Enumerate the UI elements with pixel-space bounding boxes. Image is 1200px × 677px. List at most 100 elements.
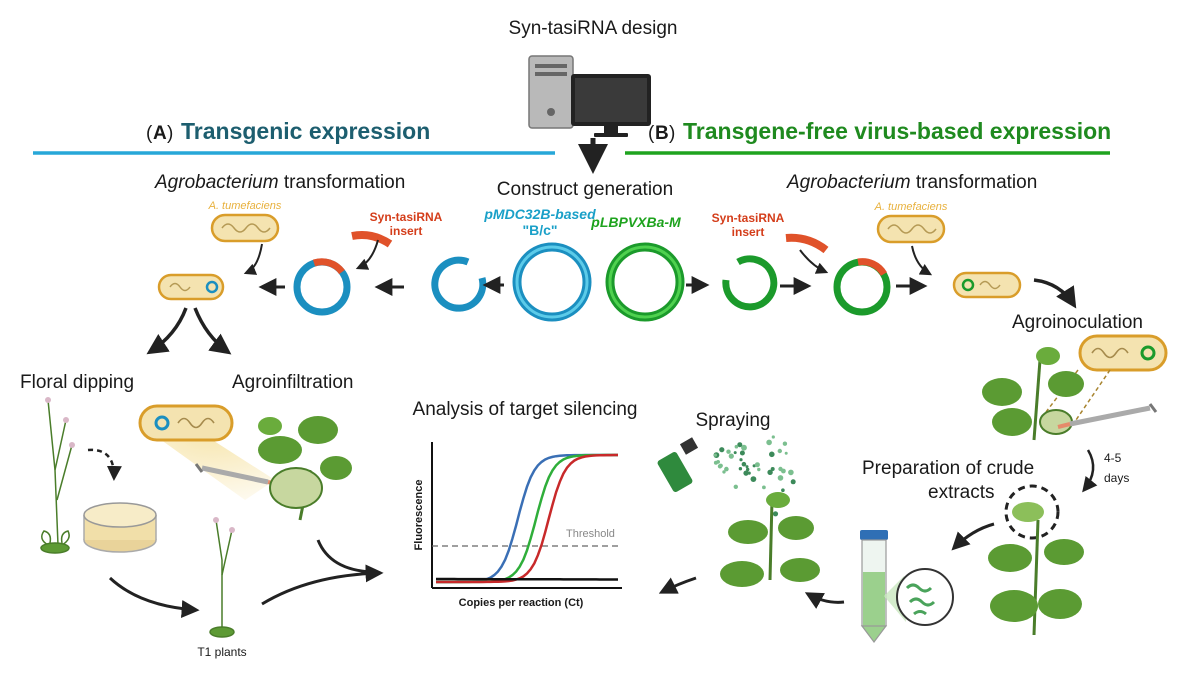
section-a-header: ( A ) Transgenic expression (33, 118, 555, 155)
spray-droplet (781, 468, 786, 474)
spray-droplet (771, 435, 775, 439)
floral-dipping-label: Floral dipping (20, 372, 134, 393)
spray-droplet (784, 451, 788, 455)
computer-icon (528, 55, 651, 137)
spray-droplet (777, 448, 782, 454)
t1-plants-label: T1 plants (197, 645, 246, 659)
spray-droplet (746, 467, 750, 472)
analysis-label: Analysis of target silencing (413, 399, 638, 420)
bacterium-left-top: A. tumefaciens (208, 200, 282, 243)
bacterium-with-plasmid-b (952, 271, 1022, 299)
chart-x-label: Copies per reaction (Ct) (459, 597, 584, 609)
tobacco-plant-left-icon (258, 416, 352, 521)
spray-droplet (777, 475, 784, 481)
spray-droplet (743, 470, 749, 476)
spray-droplet (741, 461, 747, 467)
agroinoculation-label: Agroinoculation (1012, 312, 1143, 333)
spray-droplet (769, 451, 775, 458)
spray-droplet (767, 469, 773, 475)
svg-text:(: ( (648, 123, 655, 144)
t1-plant-icon (209, 517, 235, 638)
plasmid-open-a (431, 256, 487, 312)
svg-text:(: ( (146, 123, 153, 144)
tobacco-plant-harvest-icon (988, 484, 1084, 636)
svg-text:Syn-tasiRNA: Syn-tasiRNA (712, 211, 785, 225)
vector-a-label: pMDC32B-based (483, 206, 596, 222)
spray-droplet (790, 479, 796, 485)
spray-droplet (766, 439, 772, 446)
spray-droplet (745, 465, 749, 469)
spray-droplet (754, 462, 760, 468)
agro-transformation-a: Agrobacterium transformation (154, 172, 405, 193)
spray-droplet (726, 449, 731, 454)
insert-a: Syn-tasiRNA insert (351, 210, 443, 248)
spray-droplet (738, 467, 743, 471)
spray-droplet (762, 485, 766, 490)
spray-droplet (788, 469, 794, 476)
spray-droplet (718, 463, 723, 468)
spray-droplet (739, 450, 745, 456)
days-unit: days (1104, 471, 1129, 485)
tobacco-plant-right-icon (982, 347, 1084, 441)
syringe-right-icon (1057, 403, 1158, 429)
section-b-title: Transgene-free virus-based expression (683, 118, 1111, 144)
spray-droplet (781, 488, 785, 493)
chart-series-2 (436, 453, 618, 584)
svg-text:): ) (167, 123, 173, 144)
tobacco-plant-spray-icon (720, 492, 820, 587)
spray-droplet (713, 453, 718, 457)
section-b-letter: B (655, 123, 669, 144)
magnified-extract-icon (884, 568, 954, 626)
vector-a-label-2: "B/c" (522, 222, 557, 238)
days-arrow (1082, 449, 1098, 493)
spray-droplet (719, 447, 725, 453)
spray-droplet (739, 458, 743, 462)
svg-text:): ) (669, 123, 675, 144)
bacterium-right-top: A. tumefaciens (874, 201, 948, 244)
spray-droplet (770, 467, 775, 471)
section-b-header: ( B ) Transgene-free virus-based express… (625, 118, 1111, 155)
svg-text:insert: insert (732, 225, 765, 239)
chart-series-1 (436, 453, 618, 584)
bacterium-magnified-a (138, 404, 234, 442)
spray-droplet (728, 453, 734, 459)
section-a-title: Transgenic expression (181, 118, 430, 144)
insert-b: Syn-tasiRNA insert (712, 211, 829, 254)
spray-droplets (713, 435, 796, 517)
spray-droplet (747, 471, 751, 475)
left-flow-arrows (108, 539, 384, 618)
svg-text:A. tumefaciens: A. tumefaciens (208, 200, 282, 212)
dip-arrow (87, 448, 122, 481)
spray-bottle-icon (657, 437, 699, 492)
right-flow-arrows (658, 522, 995, 609)
plasmid-open-b (722, 255, 778, 311)
spraying-label: Spraying (696, 410, 771, 431)
spray-droplet (741, 444, 747, 451)
crude-extracts-label-2: extracts (928, 482, 995, 503)
section-a-letter: A (153, 123, 167, 144)
chart-y-label: Fluorescence (413, 480, 425, 551)
chart-series-4 (436, 577, 618, 581)
spray-droplet (737, 442, 743, 448)
bacterium-magnified-b (1078, 334, 1168, 372)
spray-droplet (734, 444, 739, 449)
crude-extracts-label-1: Preparation of crude (862, 458, 1034, 479)
days-value: 4-5 (1104, 451, 1122, 465)
spray-droplet (772, 511, 779, 517)
spray-droplet (733, 484, 738, 489)
chart-series-3 (436, 453, 618, 584)
process-arrows (146, 239, 1077, 355)
svg-text:Syn-tasiRNA: Syn-tasiRNA (370, 210, 443, 224)
falcon-tube-icon (860, 530, 888, 643)
spray-droplet (716, 460, 720, 464)
qpcr-chart: Threshold Copies per reaction (Ct) Fluor… (413, 442, 622, 609)
spray-droplet (733, 451, 737, 455)
petri-dish-icon (83, 502, 157, 553)
agro-transformation-b: Agrobacterium transformation (786, 172, 1037, 193)
spray-droplet (782, 441, 788, 446)
spray-droplet (724, 466, 729, 472)
spray-droplet (757, 467, 761, 472)
magnify-beam-a (150, 432, 275, 500)
agroinfiltration-label: Agroinfiltration (232, 372, 353, 393)
